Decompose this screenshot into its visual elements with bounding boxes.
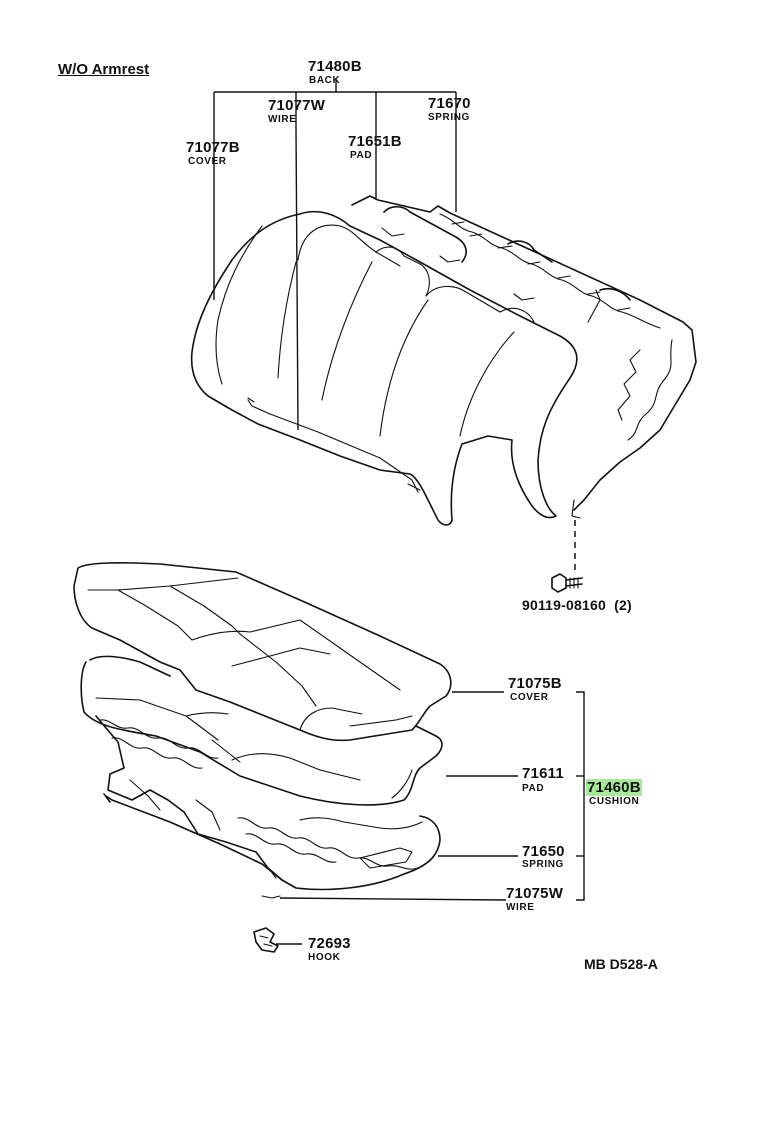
back-cover — [190, 210, 578, 526]
cushion-part-name: CUSHION — [589, 796, 640, 807]
bolt-part-number: 90119-08160 (2) — [522, 597, 632, 613]
seat-back-illustration — [190, 195, 697, 526]
back-pad — [383, 205, 631, 301]
cushion-wire-part-number: 71075W — [506, 885, 564, 902]
leader-lines — [213, 80, 585, 945]
cushion-wire-part-name: WIRE — [506, 902, 535, 913]
back-part-number: 71480B — [308, 58, 362, 75]
back-cover-part-number: 71077B — [186, 139, 240, 156]
cushion-part-number-highlight: 71460B — [586, 779, 642, 796]
back-wire-part-number: 71077W — [268, 97, 326, 114]
cushion-wire — [103, 793, 283, 899]
cushion-pad-part-name: PAD — [522, 783, 545, 794]
diagram-heading: W/O Armrest — [58, 61, 150, 78]
cushion-pad — [80, 655, 443, 806]
hook-illustration — [253, 927, 279, 953]
hook-part-number: 72693 — [308, 935, 351, 952]
back-part-name: BACK — [309, 75, 341, 86]
cushion-cover-part-number: 71075B — [508, 675, 562, 692]
cushion-spring-part-number: 71650 — [522, 843, 565, 860]
cushion-spring-frame — [95, 715, 441, 891]
seat-cushion-illustration — [73, 562, 452, 899]
cushion-cover — [73, 562, 452, 742]
cushion-cover-part-name: COVER — [510, 692, 549, 703]
diagram-code: MB D528-A — [584, 956, 658, 972]
cushion-spring-part-name: SPRING — [522, 859, 564, 870]
back-wire-part-name: WIRE — [268, 114, 297, 125]
bolt-illustration — [551, 573, 583, 593]
back-cover-part-name: COVER — [188, 156, 227, 167]
back-spring-part-name: SPRING — [428, 112, 470, 123]
back-spring-part-number: 71670 — [428, 95, 471, 112]
back-pad-part-name: PAD — [350, 150, 373, 161]
back-frame-spring — [351, 195, 697, 511]
back-pad-part-number: 71651B — [348, 133, 402, 150]
cushion-pad-part-number: 71611 — [522, 765, 564, 782]
hook-part-name: HOOK — [308, 952, 341, 963]
cushion-part-number: 71460B — [586, 779, 642, 796]
